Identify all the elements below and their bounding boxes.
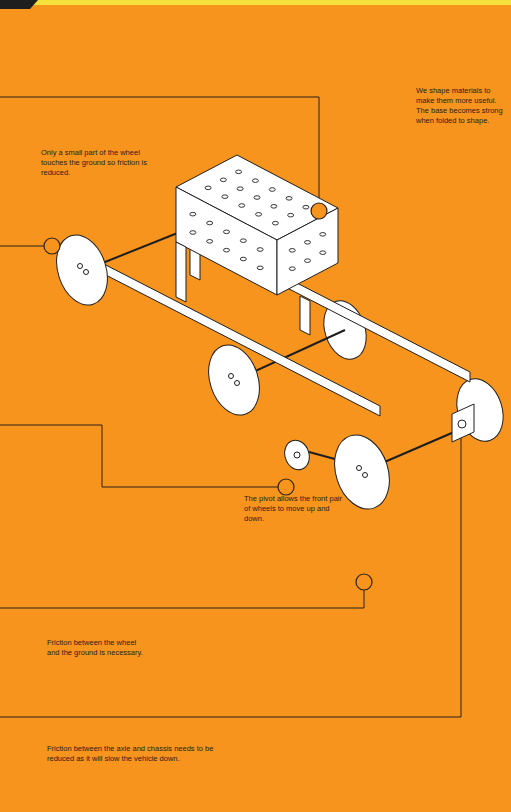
hole	[190, 231, 196, 235]
hole	[305, 241, 311, 245]
hole	[190, 212, 196, 216]
hole	[239, 204, 245, 208]
hole	[240, 257, 246, 261]
top-band	[0, 0, 511, 5]
hole	[207, 240, 213, 244]
hole	[271, 205, 277, 209]
hole	[305, 259, 311, 263]
hole	[205, 186, 211, 190]
hole	[254, 196, 260, 200]
callout-note: Only a small part of the wheel touches t…	[41, 148, 149, 178]
hole	[240, 239, 246, 243]
hole	[257, 266, 263, 270]
hole	[286, 197, 292, 201]
callout-circles	[44, 203, 372, 590]
hole	[320, 251, 326, 255]
vehicle	[48, 155, 511, 516]
hole	[289, 249, 295, 253]
callout-note: We shape materials to make them more use…	[416, 86, 508, 126]
callout-note: Friction between the axle and chassis ne…	[47, 744, 217, 764]
hole	[269, 188, 275, 192]
hole	[320, 233, 326, 237]
hole	[224, 230, 230, 234]
top-mark	[0, 0, 38, 9]
hole	[207, 221, 213, 225]
hole	[289, 267, 295, 271]
callout-note: The pivot allows the front pair of wheel…	[244, 494, 348, 524]
hole-pattern	[190, 170, 326, 270]
hole	[222, 195, 228, 199]
hole	[303, 205, 309, 209]
hole	[272, 221, 278, 225]
hole	[252, 179, 258, 183]
hole	[288, 213, 294, 217]
hole	[236, 170, 242, 174]
hole	[224, 248, 230, 252]
hole	[237, 187, 243, 191]
hole	[256, 213, 262, 217]
leader-lines	[0, 97, 461, 717]
hole	[257, 248, 263, 252]
hole	[220, 178, 226, 182]
callout-note: Friction between the wheel and the groun…	[47, 638, 147, 658]
